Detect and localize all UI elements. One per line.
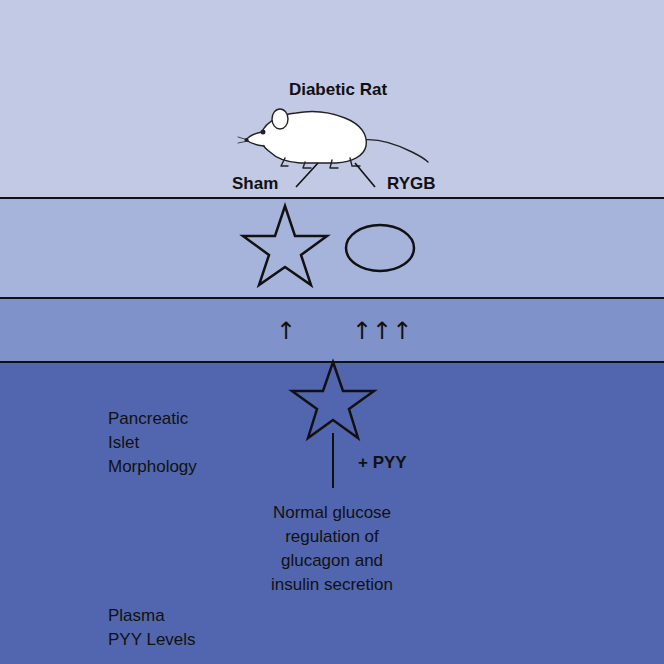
star-islet-shape: [292, 362, 374, 438]
pyy-levels-band: Plasma PYY Levels: [0, 298, 664, 362]
treatment-line: [332, 433, 334, 488]
treatment-label: + PYY: [358, 451, 407, 475]
diagram-title: Diabetic Rat: [0, 78, 664, 102]
oval-islet-shape: [346, 225, 414, 271]
branch-label: RYGB: [387, 172, 436, 196]
rat-illustration: [238, 109, 428, 168]
star-islet-shape: [243, 206, 327, 285]
outcome-band: Normal glucose regulation of glucagon an…: [0, 362, 664, 664]
islet-band: [0, 198, 664, 298]
branch-line: [296, 163, 318, 187]
pyy-band: [0, 298, 664, 362]
band-divider: [0, 197, 664, 199]
band-divider: [0, 297, 664, 299]
branch-line: [355, 163, 375, 187]
band-text: Plasma PYY Levels: [108, 604, 200, 652]
branch-label: Sham: [232, 172, 278, 196]
band-text: Pancreatic Islet Morphology: [108, 407, 220, 479]
islet-morphology-band: Pancreatic Islet Morphology: [0, 198, 664, 298]
bottom-band: [0, 362, 664, 664]
level-arrow: ↑: [276, 317, 296, 345]
top-band: [0, 0, 664, 198]
level-arrow: ↑↑↑: [352, 317, 412, 345]
band-text: Normal glucose regulation of glucagon an…: [257, 501, 407, 597]
